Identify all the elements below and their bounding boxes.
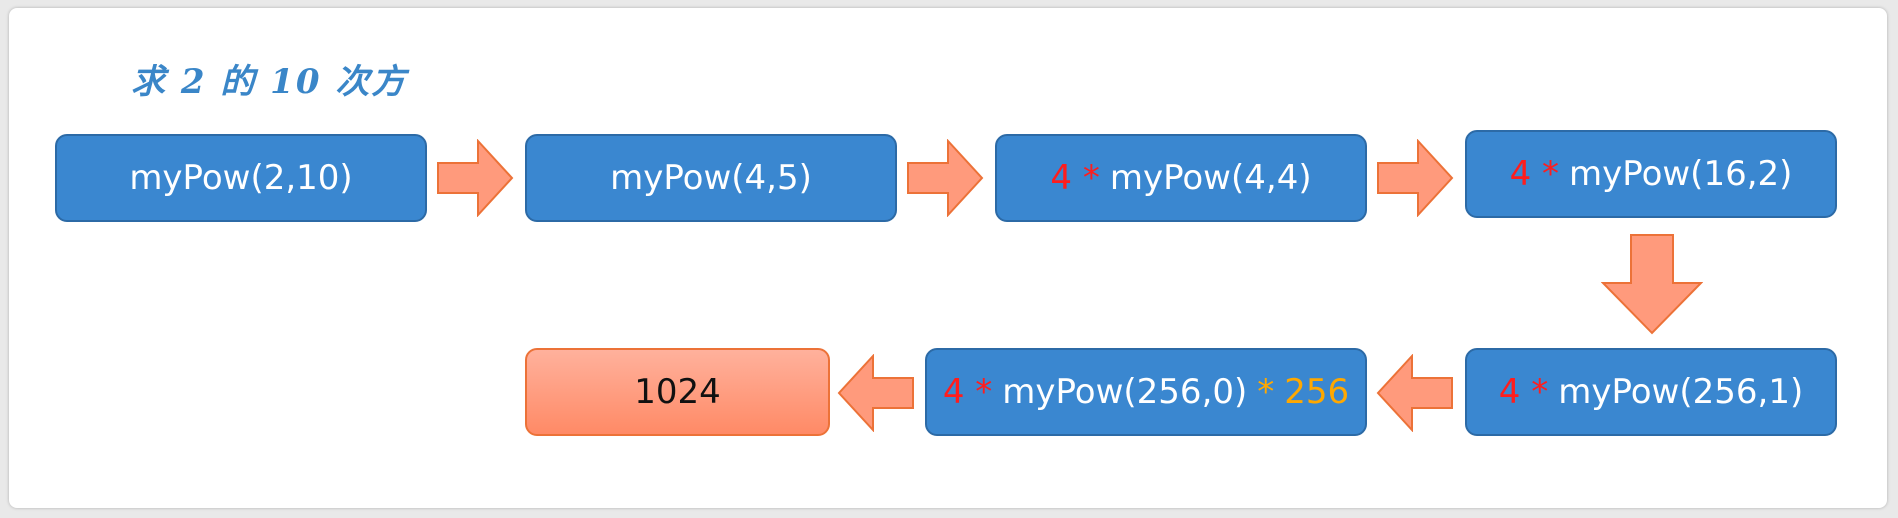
node-factor: 4 * [942, 372, 993, 412]
arrow-down-icon [1601, 234, 1703, 335]
node-trailing-factor: 256 [1284, 372, 1350, 412]
node-factor: 4 * [1498, 372, 1549, 412]
node-call: myPow(256,0) [1002, 372, 1248, 412]
result-box: 1024 [525, 348, 830, 436]
node-trailing-operator: * [1257, 372, 1275, 412]
node-4-mypow-256-0-256: 4 * myPow(256,0) * 256 [925, 348, 1367, 436]
arrow-right-icon [1377, 139, 1454, 217]
node-mypow-2-10: myPow(2,10) [55, 134, 427, 222]
node-factor: 4 * [1509, 154, 1560, 194]
node-mypow-4-5: myPow(4,5) [525, 134, 897, 222]
arrow-left-icon [837, 354, 914, 432]
result-value: 1024 [634, 372, 721, 412]
node-call: myPow(256,1) [1558, 372, 1804, 412]
node-call: myPow(16,2) [1569, 154, 1793, 194]
node-call: myPow(2,10) [129, 158, 353, 198]
arrow-left-icon [1376, 354, 1453, 432]
arrow-right-icon [437, 139, 514, 217]
node-call: myPow(4,4) [1109, 158, 1312, 198]
node-4-mypow-256-1: 4 * myPow(256,1) [1465, 348, 1837, 436]
node-call: myPow(4,5) [610, 158, 812, 198]
node-4-mypow-4-4: 4 * myPow(4,4) [995, 134, 1367, 222]
node-4-mypow-16-2: 4 * myPow(16,2) [1465, 130, 1837, 218]
diagram-title: 求 2 的 10 次方 [131, 62, 408, 102]
node-factor: 4 * [1050, 158, 1100, 198]
arrow-right-icon [907, 139, 984, 217]
